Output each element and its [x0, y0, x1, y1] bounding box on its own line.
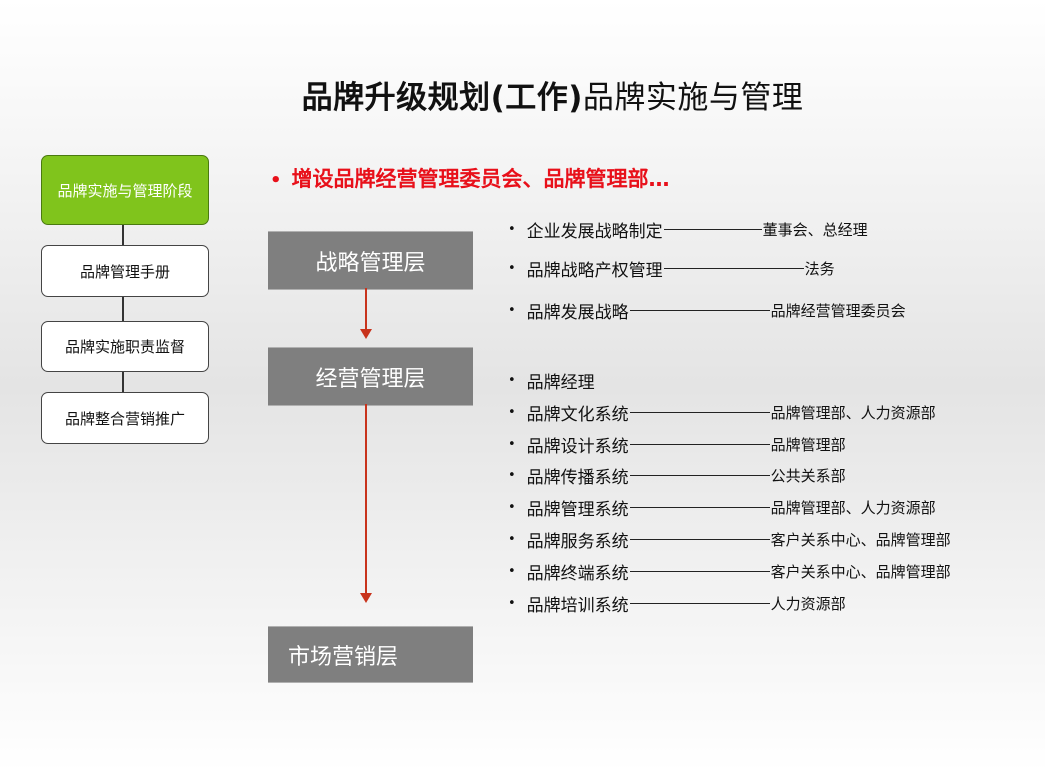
bullet-icon: •	[270, 170, 282, 191]
dash-leader	[663, 268, 804, 269]
sidebar-item-implementation-stage[interactable]: 品牌实施与管理阶段	[41, 155, 209, 225]
bullet-item: • 品牌传播系统 公共关系部	[508, 463, 846, 488]
bullet-icon: •	[508, 564, 516, 579]
title-sub: 品牌实施与管理	[582, 80, 804, 116]
title-main: 品牌升级规划(工作)	[301, 80, 583, 116]
bullet-item: • 企业发展战略制定 董事会、总经理	[508, 217, 868, 242]
sidebar-item-label: 品牌整合营销推广	[64, 409, 185, 428]
sidebar-connector	[122, 224, 124, 246]
bullet-responsible: 董事会、总经理	[762, 221, 868, 239]
bullet-icon: •	[508, 405, 516, 420]
bullet-item: • 品牌终端系统 客户关系中心、品牌管理部	[508, 559, 951, 584]
bullet-responsible: 品牌管理部、人力资源部	[770, 499, 936, 517]
dash-leader	[629, 412, 770, 413]
dash-leader	[629, 310, 770, 311]
layer-label: 战略管理层	[315, 250, 426, 276]
bullet-item-label: 品牌文化系统	[526, 405, 629, 425]
bullet-responsible: 品牌经营管理委员会	[770, 302, 906, 320]
bullet-icon: •	[508, 222, 516, 237]
bullet-responsible: 人力资源部	[770, 595, 846, 613]
arrow-down-icon	[360, 329, 372, 339]
bullet-icon: •	[508, 373, 516, 388]
dash-leader	[629, 507, 770, 508]
bullet-item: • 品牌管理系统 品牌管理部、人力资源部	[508, 495, 936, 520]
bullet-icon: •	[508, 532, 516, 547]
sidebar-item-label: 品牌管理手册	[79, 262, 170, 281]
headline-text: 增设品牌经营管理委员会、品牌管理部…	[291, 167, 670, 191]
bullet-item: • 品牌战略产权管理 法务	[508, 256, 835, 281]
bullet-responsible: 公共关系部	[770, 467, 846, 485]
bullet-item-label: 品牌管理系统	[526, 500, 629, 520]
bullet-icon: •	[508, 500, 516, 515]
bullet-responsible: 品牌管理部	[770, 436, 846, 454]
bullet-item: • 品牌文化系统 品牌管理部、人力资源部	[508, 400, 936, 425]
arrow-line	[365, 288, 367, 330]
bullet-item: • 品牌发展战略 品牌经营管理委员会	[508, 298, 906, 323]
bullet-responsible: 品牌管理部、人力资源部	[770, 404, 936, 422]
bullet-item: • 品牌设计系统 品牌管理部	[508, 432, 846, 457]
dash-leader	[629, 444, 770, 445]
page-title: 品牌升级规划(工作)品牌实施与管理	[0, 72, 1045, 117]
layer-strategic: 战略管理层	[268, 231, 473, 290]
dash-leader	[629, 571, 770, 572]
sidebar-item-brand-manual[interactable]: 品牌管理手册	[41, 245, 209, 297]
bullet-icon: •	[508, 303, 516, 318]
bullet-item-label: 企业发展战略制定	[526, 222, 663, 242]
bullet-responsible: 客户关系中心、品牌管理部	[770, 531, 951, 549]
layer-operational: 经营管理层	[268, 347, 473, 406]
layer-marketing: 市场营销层	[268, 626, 473, 683]
bullet-item-label: 品牌终端系统	[526, 564, 629, 584]
dash-leader	[629, 539, 770, 540]
sidebar-item-duty-supervision[interactable]: 品牌实施职责监督	[41, 321, 209, 372]
bullet-responsible: 法务	[804, 260, 835, 278]
sidebar-item-label: 品牌实施与管理阶段	[57, 181, 193, 200]
bullet-item: • 品牌经理	[508, 368, 595, 393]
layer-label: 市场营销层	[288, 644, 399, 670]
sidebar-connector	[122, 296, 124, 322]
bullet-item: • 品牌服务系统 客户关系中心、品牌管理部	[508, 527, 951, 552]
sidebar-connector	[122, 371, 124, 393]
dash-leader	[629, 603, 770, 604]
headline: • 增设品牌经营管理委员会、品牌管理部…	[270, 163, 670, 193]
bullet-item-label: 品牌设计系统	[526, 437, 629, 457]
bullet-item-label: 品牌服务系统	[526, 532, 629, 552]
layer-label: 经营管理层	[315, 366, 426, 392]
bullet-item-label: 品牌战略产权管理	[526, 261, 663, 281]
bullet-icon: •	[508, 468, 516, 483]
arrow-line	[365, 404, 367, 594]
bullet-item-label: 品牌经理	[526, 373, 595, 393]
bullet-responsible: 客户关系中心、品牌管理部	[770, 563, 951, 581]
bullet-item: • 品牌培训系统 人力资源部	[508, 591, 846, 616]
sidebar-item-integrated-marketing[interactable]: 品牌整合营销推广	[41, 392, 209, 444]
bullet-icon: •	[508, 261, 516, 276]
bullet-icon: •	[508, 437, 516, 452]
bullet-item-label: 品牌发展战略	[526, 303, 629, 323]
dash-leader	[629, 475, 770, 476]
sidebar-item-label: 品牌实施职责监督	[64, 338, 185, 356]
arrow-down-icon	[360, 593, 372, 603]
bullet-item-label: 品牌培训系统	[526, 596, 629, 616]
dash-leader	[663, 229, 762, 230]
bullet-item-label: 品牌传播系统	[526, 468, 629, 488]
bullet-icon: •	[508, 596, 516, 611]
